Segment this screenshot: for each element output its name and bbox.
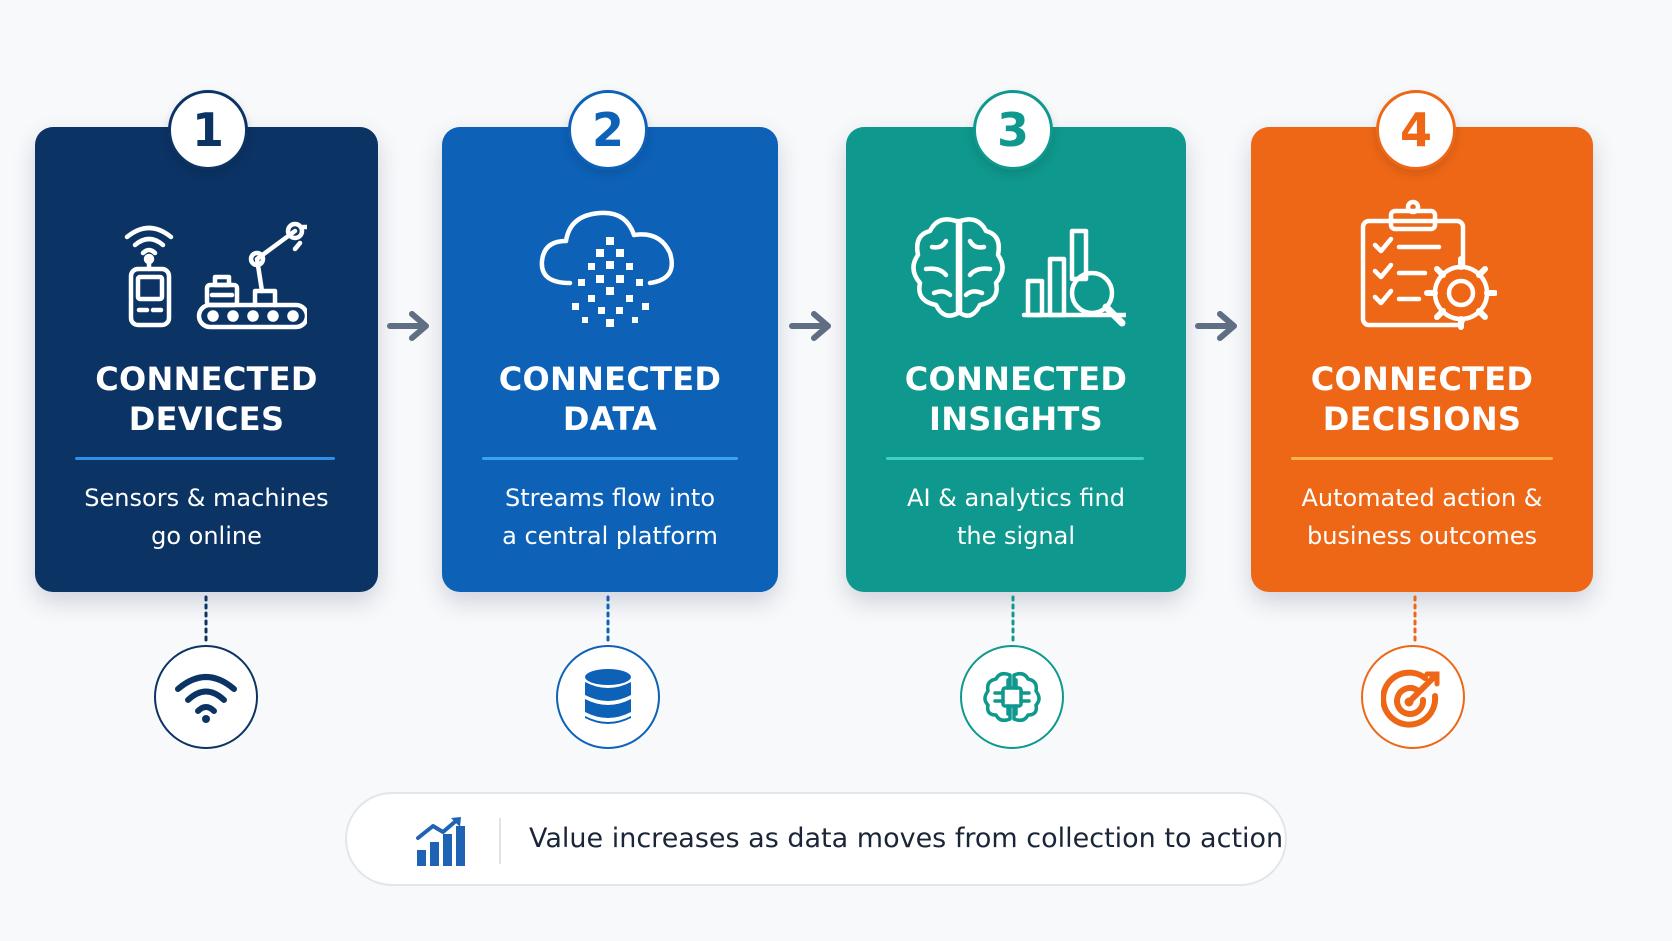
ai-chip-icon (960, 645, 1064, 749)
brain-analytics-icon (846, 197, 1186, 337)
step-number-badge: 2 (568, 90, 648, 170)
target-icon (1361, 645, 1465, 749)
arrow-right-icon (387, 311, 429, 341)
step-description: Automated action &business outcomes (1301, 484, 1543, 550)
step-number-badge: 3 (973, 90, 1053, 170)
banner-divider (499, 818, 501, 864)
step-divider (75, 457, 335, 460)
step-number-badge: 4 (1376, 90, 1456, 170)
dotted-connector (1413, 595, 1417, 643)
devices-icon (35, 197, 378, 337)
growth-chart-icon (416, 817, 465, 866)
banner-text: Value increases as data moves from colle… (529, 823, 1284, 854)
cloud-data-icon (442, 197, 778, 337)
arrow-right-icon (1195, 311, 1237, 341)
dotted-connector (606, 595, 610, 643)
arrow-right-icon (789, 311, 831, 341)
step-divider (886, 457, 1144, 460)
value-banner: Value increases as data moves from colle… (345, 792, 1287, 886)
step-divider (1291, 457, 1553, 460)
database-icon (556, 645, 660, 749)
step-divider (482, 457, 738, 460)
dotted-connector (1011, 595, 1015, 643)
wifi-icon (154, 645, 258, 749)
dotted-connector (204, 595, 208, 643)
checklist-gear-icon (1251, 197, 1593, 337)
step-number-badge: 1 (168, 90, 248, 170)
